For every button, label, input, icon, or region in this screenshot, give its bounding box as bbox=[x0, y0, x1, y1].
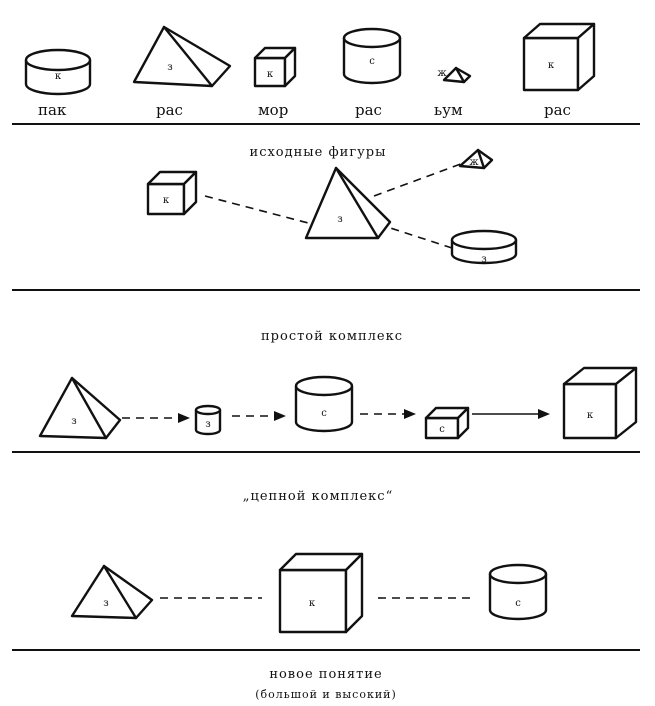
figure-mark: к bbox=[55, 71, 62, 82]
figure-mark: з bbox=[167, 62, 172, 73]
arrow bbox=[360, 409, 416, 419]
caption-chain-complex: „цепной комплекс“ bbox=[243, 489, 393, 504]
figure-label: рас bbox=[156, 101, 183, 119]
figure-label: мор bbox=[258, 101, 288, 119]
arrow bbox=[232, 411, 286, 421]
figure-mark: к bbox=[309, 598, 316, 609]
figure-mark: с bbox=[369, 56, 375, 67]
connector bbox=[204, 195, 313, 225]
figure-mark: з bbox=[337, 214, 342, 225]
row3-chain-complex: з з с с к „цепной комплекс“ bbox=[12, 366, 640, 504]
figure-mark: к bbox=[163, 195, 170, 206]
row4-new-concept: з к с новое понятие (большой и высокий) bbox=[12, 552, 640, 701]
figure-mark: з bbox=[205, 419, 210, 430]
figure-cube: к bbox=[146, 170, 198, 216]
figure-label: пак bbox=[38, 101, 67, 119]
connector bbox=[377, 223, 453, 249]
caption-new-concept: новое понятие bbox=[269, 667, 382, 682]
figure-mark: к bbox=[548, 60, 555, 71]
caption-source-figures: исходные фигуры bbox=[250, 145, 387, 160]
figure-cube-1: к bbox=[253, 46, 297, 88]
figure-mark: с bbox=[321, 408, 327, 419]
figure-cylinder: с bbox=[294, 375, 354, 433]
figure-cube: к bbox=[278, 552, 364, 634]
figure-label: рас bbox=[544, 101, 571, 119]
figure-small-pyramid: ж bbox=[437, 66, 472, 84]
caption-simple-complex: простой комплекс bbox=[261, 329, 403, 344]
figure-mark: з bbox=[481, 254, 486, 265]
figure-mark: з bbox=[103, 598, 108, 609]
figure-label: ьум bbox=[434, 101, 463, 119]
figure-cube: к bbox=[562, 366, 638, 440]
figure-small-cylinder: з bbox=[194, 404, 222, 436]
caption-new-concept-note: (большой и высокий) bbox=[255, 688, 397, 701]
connector bbox=[373, 161, 467, 197]
figure-cylinder: з bbox=[450, 229, 518, 265]
figure-pyramid: з bbox=[304, 166, 392, 240]
figure-mark: с bbox=[439, 424, 445, 435]
figure-small-cube: с bbox=[424, 406, 470, 440]
figure-cylinder: с bbox=[488, 563, 548, 621]
figure-label: рас bbox=[355, 101, 382, 119]
row2-simple-complex: к з ж з простой комплекс bbox=[12, 148, 640, 344]
figure-pyramid: з bbox=[70, 564, 154, 620]
figure-pyramid: з bbox=[38, 376, 122, 440]
figure-cube-2: к bbox=[522, 22, 596, 92]
figure-mark: з bbox=[71, 416, 76, 427]
figure-pyramid-1: з bbox=[132, 25, 232, 88]
figure-mark: с bbox=[515, 598, 521, 609]
figure-mark: к bbox=[587, 410, 594, 421]
figure-mark: к bbox=[267, 69, 274, 80]
arrow bbox=[472, 409, 550, 419]
figure-mark: ж bbox=[469, 157, 479, 168]
arrow bbox=[122, 413, 190, 423]
figure-cylinder-1: к bbox=[24, 48, 92, 96]
figure-cylinder-2: с bbox=[342, 27, 402, 85]
row1-source-figures: к пак з рас к мор с рас ж bbox=[12, 22, 640, 160]
figure-small-pyramid: ж bbox=[458, 148, 494, 170]
figure-mark: ж bbox=[437, 68, 447, 79]
